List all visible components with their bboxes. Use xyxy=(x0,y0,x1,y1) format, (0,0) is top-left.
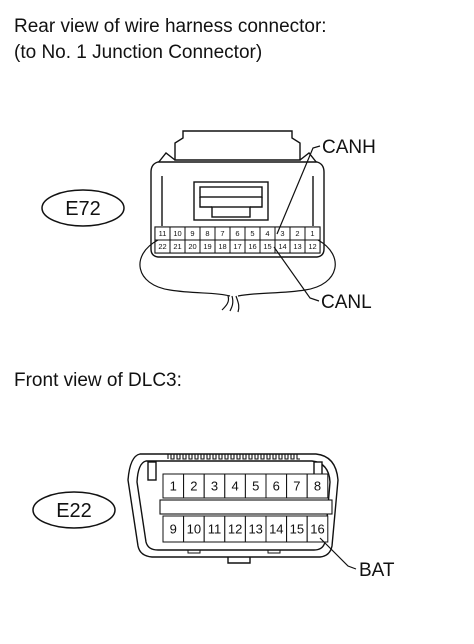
e22-pin-number: 2 xyxy=(190,479,197,494)
e72-latch-slot-lower xyxy=(211,206,251,218)
e22-pin-number: 4 xyxy=(231,479,238,494)
e22-pin-number: 1 xyxy=(170,479,177,494)
canh-leader xyxy=(276,145,321,235)
heading-rear-view-line1: Rear view of wire harness connector: xyxy=(14,16,327,37)
heading-rear-view-line2: (to No. 1 Junction Connector) xyxy=(14,42,263,63)
e22-connector xyxy=(127,453,339,564)
e72-pin-number: 9 xyxy=(190,229,194,238)
e22-bottom-tab-right xyxy=(267,550,281,554)
e22-inner-shell xyxy=(136,460,331,551)
e22-center-rib xyxy=(159,499,333,515)
bat-callout: BAT xyxy=(359,560,395,581)
canh-callout: CANH xyxy=(322,137,376,158)
e72-pin-number: 22 xyxy=(158,242,166,251)
e72-latch-arm-left xyxy=(199,197,212,208)
e72-label-ellipse xyxy=(41,189,125,227)
e72-latch-housing xyxy=(174,130,301,161)
heading-front-view: Front view of DLC3: xyxy=(14,370,182,391)
e72-pin-number: 21 xyxy=(173,242,181,251)
e22-pin-number: 15 xyxy=(290,522,304,537)
e22-pin-number: 14 xyxy=(269,522,283,537)
e72-pin-number: 19 xyxy=(203,242,211,251)
e72-pin-number: 10 xyxy=(173,229,181,238)
e22-pin-cell xyxy=(306,473,329,499)
e72-pin-number: 5 xyxy=(250,229,254,238)
e22-pin-number: 9 xyxy=(170,522,177,537)
e22-bottom-row: 9 10 11 12 13 14 15 16 xyxy=(162,515,329,543)
e72-pin-cell xyxy=(304,239,321,254)
e22-pin-number: 11 xyxy=(208,522,222,537)
e22-pin-number: 13 xyxy=(248,522,262,537)
canl-callout: CANL xyxy=(321,292,372,313)
heading-rear-view: Rear view of wire harness connector: (to… xyxy=(14,14,327,66)
e72-top-row: 11 10 9 8 7 6 5 4 3 2 1 xyxy=(154,226,321,241)
e72-pin-number: 14 xyxy=(278,242,286,251)
e72-pin-number: 1 xyxy=(310,229,314,238)
e22-bottom-notch xyxy=(227,557,251,564)
e72-right-ear xyxy=(299,152,318,164)
e22-bottom-tab-left xyxy=(187,550,201,554)
e22-top-ridge xyxy=(167,453,300,460)
bat-leader xyxy=(319,537,357,570)
e72-pin-number: 4 xyxy=(265,229,269,238)
e72-pin-number: 8 xyxy=(205,229,209,238)
e72-pin-number: 12 xyxy=(308,242,316,251)
e72-pin-number: 16 xyxy=(248,242,256,251)
e72-latch-slot-upper xyxy=(199,186,263,198)
e22-label-ellipse xyxy=(32,491,116,529)
e22-left-guide xyxy=(147,461,157,481)
e72-pin-number: 2 xyxy=(295,229,299,238)
e22-pin-number: 16 xyxy=(310,522,324,537)
e72-latch-arm-right xyxy=(250,197,263,208)
e22-pin-number: 7 xyxy=(293,479,300,494)
e22-pin-number: 8 xyxy=(314,479,321,494)
e22-pin-number: 6 xyxy=(273,479,280,494)
e72-pin-number: 3 xyxy=(280,229,284,238)
e72-latch-window xyxy=(193,181,269,221)
e72-pin-number: 17 xyxy=(233,242,241,251)
e72-pin-number: 6 xyxy=(235,229,239,238)
canl-leader xyxy=(273,246,320,302)
e72-pin-number: 13 xyxy=(293,242,301,251)
e22-pin-cell xyxy=(306,515,329,543)
e72-pin-number: 18 xyxy=(218,242,226,251)
e72-pin-number: 11 xyxy=(159,229,167,238)
e22-pin-number: 5 xyxy=(252,479,259,494)
harness-left-strand xyxy=(139,239,231,297)
e22-pin-number: 10 xyxy=(187,522,201,537)
e22-pin-number: 12 xyxy=(228,522,242,537)
e22-pin-number: 3 xyxy=(211,479,218,494)
e72-left-ear xyxy=(157,152,176,164)
e22-label: E22 xyxy=(56,500,92,522)
harness-tail xyxy=(221,295,240,313)
e72-pin-number: 7 xyxy=(220,229,224,238)
e72-bottom-row: 22 21 20 19 18 17 16 15 14 13 12 xyxy=(154,239,321,254)
e72-pin-number: 15 xyxy=(263,242,271,251)
e72-pin-number: 20 xyxy=(188,242,196,251)
e72-label: E72 xyxy=(65,198,101,220)
